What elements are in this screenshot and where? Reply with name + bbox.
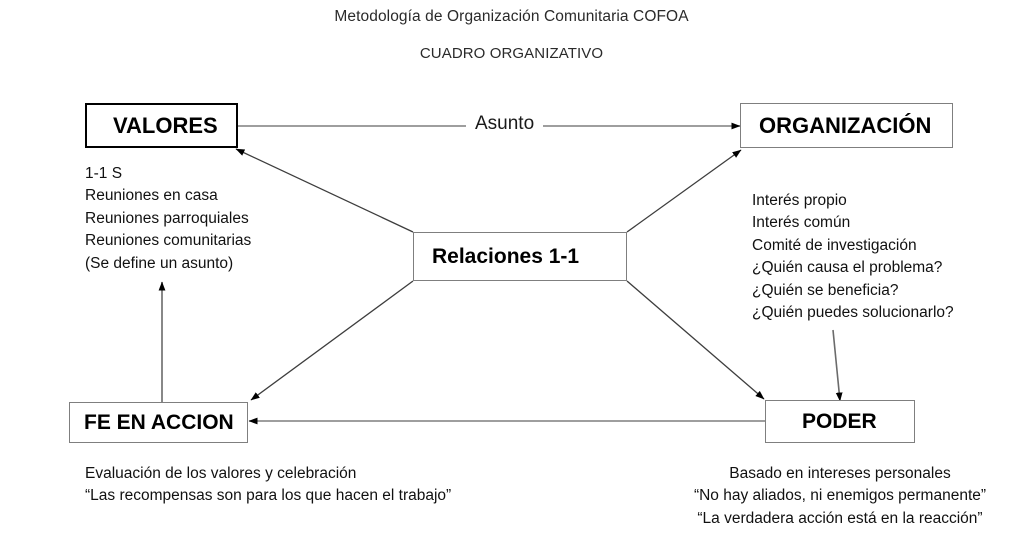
edge-label-asunto: Asunto — [466, 113, 544, 135]
note-line: Comité de investigación — [752, 236, 917, 254]
edge-organizacion-notes-to-poder — [832, 329, 843, 402]
note-line: Evaluación de los valores y celebración — [85, 465, 357, 482]
note-line: Reuniones en casa — [85, 187, 218, 205]
note-line: “Las recompensas son para los que hacen … — [85, 487, 452, 505]
note-fe-en-accion: Evaluación de los valores y celebración “… — [85, 463, 451, 508]
node-poder-label: PODER — [802, 409, 877, 433]
note-poder: Basado en intereses personales “No hay al… — [660, 463, 1020, 530]
edge-relaciones-to-fe-en-accion — [250, 280, 414, 401]
note-line: Interés común — [752, 214, 851, 232]
node-fe-en-accion[interactable]: FE EN ACCION — [69, 402, 248, 443]
page-subtitle: CUADRO ORGANIZATIVO — [419, 45, 604, 62]
note-line: Interés propio — [752, 192, 847, 209]
note-line: Reuniones comunitarias — [85, 232, 252, 250]
note-line: 1-1 S — [85, 165, 123, 182]
node-valores[interactable]: VALORES — [85, 103, 238, 148]
note-line: Basado en intereses personales — [729, 465, 951, 482]
note-line: “La verdadera acción está en la reacción… — [697, 509, 983, 527]
node-valores-label: VALORES — [113, 112, 218, 138]
note-line: (Se define un asunto) — [85, 254, 234, 272]
node-organizacion-label: ORGANIZACIÓN — [759, 112, 932, 138]
node-relaciones-label: Relaciones 1-1 — [432, 244, 580, 268]
note-line: “No hay aliados, ni enemigos permanente” — [693, 487, 987, 505]
node-relaciones[interactable]: Relaciones 1-1 — [413, 232, 627, 281]
page-title: Metodología de Organización Comunitaria … — [334, 8, 689, 25]
note-line: ¿Quién se beneficia? — [752, 281, 899, 299]
edge-relaciones-to-organizacion — [626, 149, 742, 233]
node-fe-en-accion-label: FE EN ACCION — [84, 410, 234, 434]
edge-relaciones-to-valores — [235, 148, 414, 233]
node-organizacion[interactable]: ORGANIZACIÓN — [740, 103, 953, 148]
note-line: ¿Quién causa el problema? — [752, 259, 943, 277]
node-poder[interactable]: PODER — [765, 400, 915, 443]
note-line: ¿Quién puedes solucionarlo? — [752, 304, 954, 322]
note-line: Reuniones parroquiales — [85, 209, 249, 227]
edge-relaciones-to-poder — [626, 280, 765, 400]
